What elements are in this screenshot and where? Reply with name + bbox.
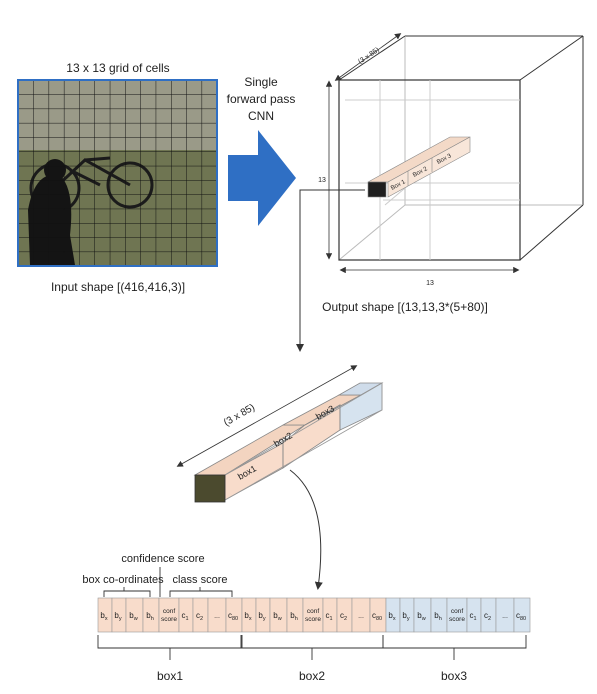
connector-arrow — [296, 189, 365, 352]
group-label-box3: box3 — [441, 669, 467, 683]
vector-cell-label: by — [258, 611, 265, 622]
conf-cell-label: conf — [163, 608, 175, 615]
group-brackets — [97, 635, 527, 660]
mini-prism — [367, 136, 471, 198]
vector-ellipsis: ... — [214, 613, 220, 620]
vector-cell-label: bw — [129, 611, 137, 622]
prism-to-vector-arrow — [289, 469, 323, 590]
vector-cell — [302, 597, 324, 633]
vector-cell — [446, 597, 468, 633]
prism-dimension-arrow — [176, 365, 358, 467]
vector-cell — [513, 597, 531, 633]
cube-dimension-arrows — [325, 33, 520, 274]
vector-cell-label: bw — [273, 611, 281, 622]
box-coordinates-label: box co-ordinates — [82, 574, 164, 586]
vector-cell-label: bw — [417, 611, 425, 622]
vector-cell-label: bx — [388, 611, 395, 622]
conf-cell-label-2: score — [161, 616, 177, 623]
bracket-annotations — [103, 567, 233, 597]
vector-cell-label: c2 — [340, 611, 347, 622]
group-label-box2: box2 — [299, 669, 325, 683]
vector-cell-label: by — [114, 611, 121, 622]
vector-cell-label: c2 — [196, 611, 203, 622]
group-label-box1: box1 — [157, 669, 183, 683]
vector-cell-label: bh — [290, 611, 298, 622]
conf-cell-label: conf — [307, 608, 319, 615]
conf-cell-label-2: score — [305, 616, 321, 623]
output-shape-label: Output shape [(13,13,3*(5+80)] — [322, 300, 488, 314]
arrow-label-3: CNN — [248, 109, 274, 123]
vector-cell-label: bx — [100, 611, 107, 622]
vector-cell-label: c2 — [484, 611, 491, 622]
arrow-label-2: forward pass — [227, 92, 296, 106]
vector-cell — [158, 597, 180, 633]
forward-pass-arrow — [228, 130, 296, 226]
vector-cell-label: bx — [244, 611, 251, 622]
input-shape-label: Input shape [(416,416,3)] — [51, 280, 185, 294]
class-score-label: class score — [172, 574, 227, 586]
cube-height-label: 13 — [318, 177, 326, 184]
vector-ellipsis: ... — [502, 613, 508, 620]
vector-cell-label: c1 — [181, 611, 188, 622]
vector-cell-label: c80 — [516, 611, 526, 622]
vector-cell-label: c80 — [372, 611, 382, 622]
conf-cell-label-2: score — [449, 616, 465, 623]
vector-cell-label: bh — [146, 611, 154, 622]
vector-cell-label: c1 — [469, 611, 476, 622]
confidence-score-label: confidence score — [121, 553, 204, 565]
cube-depth-label: (3 x 85) — [357, 47, 381, 66]
grid-title: 13 x 13 grid of cells — [66, 61, 169, 75]
vector-ellipsis: ... — [358, 613, 364, 620]
vector-cell-label: by — [402, 611, 409, 622]
vector-cell-label: c1 — [325, 611, 332, 622]
cube-width-label: 13 — [426, 280, 434, 287]
vector-cell-label: bh — [434, 611, 442, 622]
input-image — [17, 79, 218, 267]
conf-cell-label: conf — [451, 608, 463, 615]
vector-cell-label: c80 — [228, 611, 238, 622]
middle-prism — [193, 382, 384, 503]
arrow-label-1: Single — [244, 75, 278, 89]
